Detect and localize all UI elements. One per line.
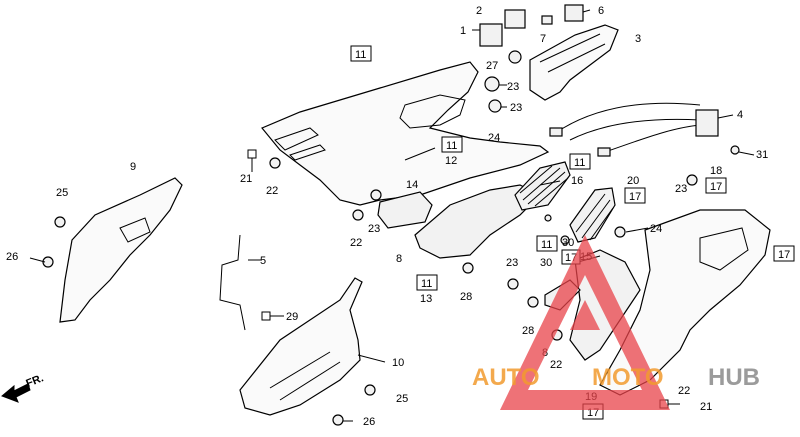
callout-4: 4 <box>737 109 743 121</box>
relay-2-part <box>504 9 526 29</box>
bracket-plate-part <box>377 191 433 229</box>
callout-9: 9 <box>130 161 136 173</box>
callout-22a: 22 <box>266 185 278 197</box>
callout-1: 1 <box>460 25 466 37</box>
harness-connector-part <box>695 109 719 137</box>
ref-box-17a: 17 <box>624 187 646 204</box>
mesh-grille-part <box>514 161 571 211</box>
callout-23b: 23 <box>510 102 522 114</box>
callout-28a: 28 <box>460 291 472 303</box>
upper-cover-part <box>529 24 619 101</box>
triangle-logo-icon <box>500 235 670 410</box>
callout-18: 18 <box>710 165 722 177</box>
callout-26b: 26 <box>363 416 375 428</box>
callout-26a: 26 <box>6 251 18 263</box>
ref-box-label: 11 <box>574 157 585 169</box>
watermark-auto: AUTO <box>472 364 540 391</box>
bracket-rod-part <box>219 234 246 331</box>
wire-harness-part <box>559 102 701 153</box>
relay-1-part <box>479 23 503 47</box>
watermark-hub: HUB <box>708 364 760 391</box>
callout-22b: 22 <box>350 237 362 249</box>
callout-7: 7 <box>540 33 546 45</box>
callout-10: 10 <box>392 357 404 369</box>
callout-3: 3 <box>635 33 641 45</box>
callout-28b: 28 <box>522 325 534 337</box>
lower-cover-part <box>414 184 542 259</box>
callout-13: 13 <box>420 293 432 305</box>
callout-24a: 24 <box>488 132 500 144</box>
callout-25b: 25 <box>396 393 408 405</box>
callout-6: 6 <box>598 5 604 17</box>
callout-31: 31 <box>756 149 768 161</box>
callout-5: 5 <box>260 255 266 267</box>
ref-box-label: 11 <box>446 140 457 152</box>
callout-12: 12 <box>445 155 457 167</box>
ref-box-11b: 11 <box>441 136 463 153</box>
callout-21a: 21 <box>240 173 252 185</box>
callout-23c: 23 <box>368 223 380 235</box>
callout-2: 2 <box>476 5 482 17</box>
ref-box-11c: 11 <box>569 153 591 170</box>
ref-box-11e: 11 <box>536 235 558 252</box>
callout-21b: 21 <box>700 401 712 413</box>
ref-box-label: 11 <box>541 239 552 251</box>
callout-24b: 24 <box>650 223 662 235</box>
lower-center-cover-part <box>239 277 363 416</box>
ref-box-11a: 11 <box>350 45 372 62</box>
ref-box-label: 17 <box>629 191 641 203</box>
direction-label: FR. <box>24 372 45 390</box>
mesh-grille-right-part <box>569 187 616 243</box>
ref-box-label: 11 <box>421 278 432 290</box>
callout-8a: 8 <box>396 253 402 265</box>
callout-30a: 30 <box>562 237 574 249</box>
watermark-logo: AUTO MOTO HUB <box>472 235 760 410</box>
callout-23d: 23 <box>506 257 518 269</box>
callout-30b: 30 <box>540 257 552 269</box>
ref-box-label: 17 <box>778 249 790 261</box>
arrow-icon <box>1 383 31 403</box>
grommet-23-part <box>484 76 500 92</box>
ref-box-17c: 17 <box>773 245 795 262</box>
callout-29: 29 <box>286 311 298 323</box>
ref-box-label: 17 <box>710 181 722 193</box>
ref-box-17b: 17 <box>705 177 727 194</box>
callout-22d: 22 <box>678 385 690 397</box>
callout-14: 14 <box>406 179 418 191</box>
callout-22c: 22 <box>550 359 562 371</box>
clip-7-part <box>541 15 553 25</box>
watermark-moto: MOTO <box>592 364 664 391</box>
left-cover-part <box>59 177 183 323</box>
callout-23e: 23 <box>675 183 687 195</box>
callout-20: 20 <box>627 175 639 187</box>
relay-6-part <box>564 4 584 22</box>
ref-box-11d: 11 <box>416 274 438 291</box>
callout-25a: 25 <box>56 187 68 199</box>
ref-box-label: 11 <box>355 49 366 61</box>
side-cover-left-part <box>261 61 550 206</box>
callout-23a: 23 <box>507 81 519 93</box>
callout-16: 16 <box>571 175 583 187</box>
front-direction-arrow: FR. <box>1 372 45 403</box>
callout-27: 27 <box>486 60 498 72</box>
